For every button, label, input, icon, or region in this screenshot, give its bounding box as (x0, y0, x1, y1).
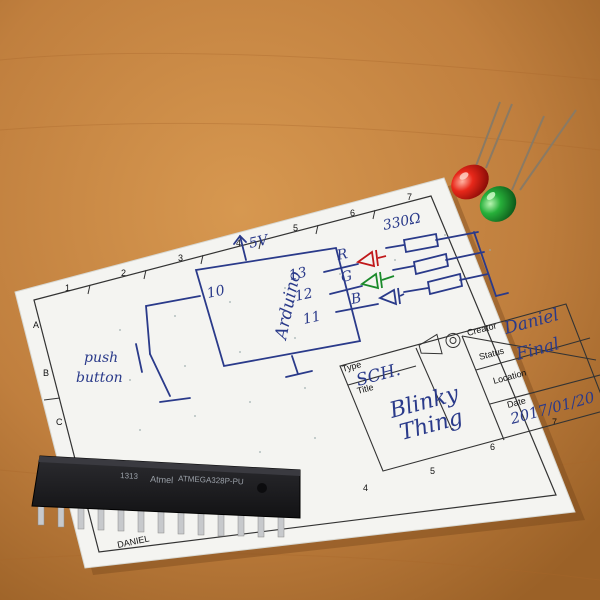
type-label: Type (341, 359, 362, 374)
schematic-drawing (135, 231, 509, 403)
title-block (339, 303, 600, 472)
chip-pins (37, 502, 285, 538)
green-led (479, 109, 577, 222)
row-marker-b: B (43, 368, 49, 378)
col-marker-1: 1 (65, 283, 70, 293)
title-label: Title (356, 382, 375, 396)
col-marker-5: 5 (293, 223, 298, 233)
chip-line1: 1313 (120, 471, 139, 481)
col-marker-7: 7 (407, 192, 412, 202)
chip-notch-icon (257, 483, 267, 493)
supply-label: 5V (248, 232, 272, 252)
red-led (451, 101, 513, 200)
col-marker-6: 6 (350, 208, 355, 218)
col-marker-4: 4 (236, 238, 241, 248)
row-marker-a: A (33, 320, 39, 330)
bottom-marker-4: 4 (363, 483, 368, 493)
pin-13-label: 13 (288, 265, 309, 284)
pin-12-label: 12 (294, 286, 315, 305)
led-r-label: R (335, 246, 350, 264)
bottom-marker-7: 7 (552, 417, 557, 427)
bottom-marker-6: 6 (490, 442, 495, 452)
pin-11-label: 11 (302, 309, 323, 328)
resistor-value: 330Ω (382, 210, 423, 234)
led-b-label: B (349, 290, 363, 308)
chip-line2: ATMEGA328P-PU (178, 474, 244, 486)
atmega-chip: Atmel 1313 ATMEGA328P-PU (31, 455, 301, 538)
col-marker-3: 3 (178, 253, 183, 263)
arduino-box (194, 246, 362, 368)
led-g-label: G (340, 268, 354, 286)
led-symbol-red (355, 249, 387, 268)
bottom-marker-5: 5 (430, 466, 435, 476)
chip-brand: Atmel (150, 474, 174, 485)
col-marker-2: 2 (121, 268, 126, 278)
row-marker-c: C (56, 417, 63, 427)
date-label: Date (506, 395, 527, 410)
led-symbol-green (359, 271, 395, 290)
button-label-2: button (76, 370, 123, 386)
led-symbol-blue (377, 287, 405, 306)
button-label-1: push (84, 350, 118, 366)
pin-in-label: 10 (206, 283, 227, 302)
projection-symbol-icon (418, 332, 461, 355)
